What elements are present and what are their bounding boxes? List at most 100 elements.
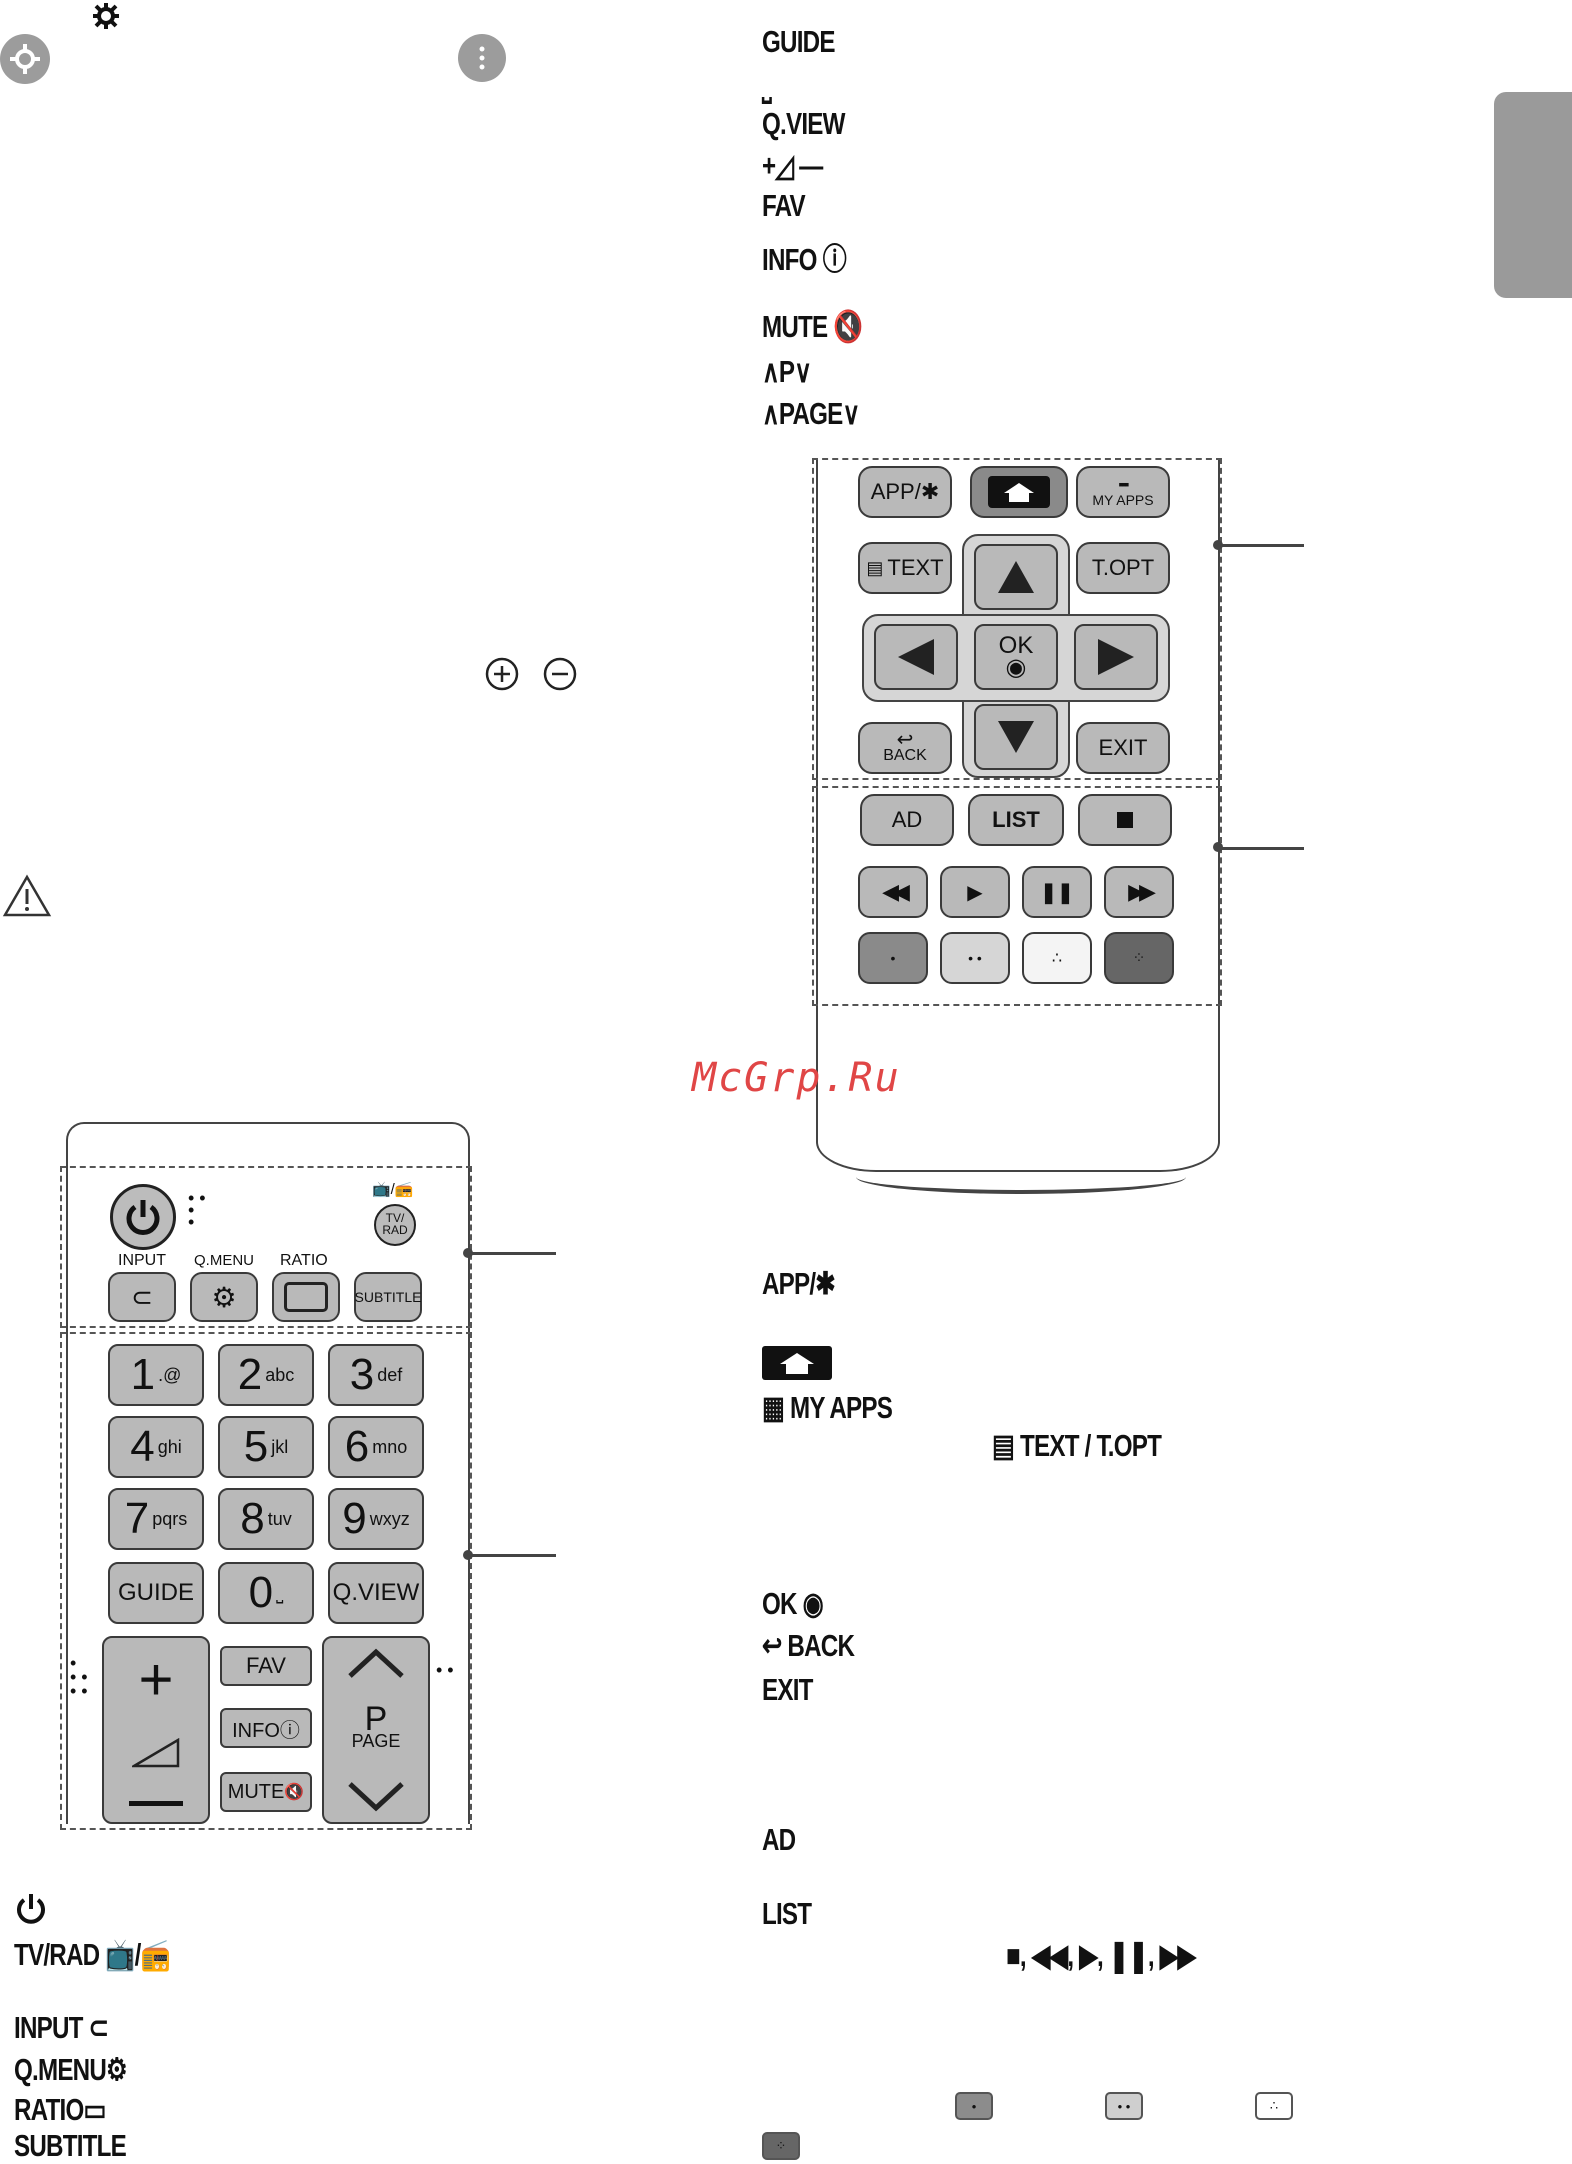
my-apps-button[interactable]: ▪▪▪ MY APPS xyxy=(1076,466,1170,518)
mute-icon: 🔇 xyxy=(284,1784,305,1801)
term-list: LIST xyxy=(762,1896,812,1931)
green-key-icon: • • xyxy=(1105,2092,1143,2120)
input-button[interactable]: ⊂ xyxy=(108,1272,176,1322)
term-app: APP/✱ xyxy=(762,1266,836,1301)
power-icon xyxy=(126,1200,160,1235)
gear-icon: ⚙ xyxy=(106,2052,128,2087)
topt-button[interactable]: T.OPT xyxy=(1076,542,1170,594)
term-tvrad: TV/RAD 📺/📻 xyxy=(14,1937,171,1972)
term-my-apps: ▦ MY APPS xyxy=(762,1390,893,1425)
braille-dots-right: • • xyxy=(436,1660,454,1680)
term-guide: GUIDE xyxy=(762,24,835,59)
right-arrow-button[interactable] xyxy=(1074,624,1158,690)
term-info: INFO ⓘ xyxy=(762,242,847,277)
more-options-icon xyxy=(458,34,506,82)
gear-icon xyxy=(93,3,119,29)
fav-button[interactable]: FAV xyxy=(220,1646,312,1686)
ad-button[interactable]: AD xyxy=(860,794,954,846)
input-label: INPUT xyxy=(118,1252,166,1269)
number-1-button[interactable]: 1.@ xyxy=(108,1344,204,1406)
four-dot-icon: ⁘ xyxy=(1132,950,1146,967)
pause-button[interactable]: ❚❚ xyxy=(1022,866,1092,918)
qview-button[interactable]: Q.VIEW xyxy=(328,1562,424,1624)
space-icon: ⎵ xyxy=(276,1582,284,1603)
volume-up-icon: + xyxy=(138,1645,174,1713)
watermark: McGrp.Ru xyxy=(692,1055,901,1101)
list-button[interactable]: LIST xyxy=(968,794,1064,846)
back-button[interactable]: ↩BACK xyxy=(858,722,952,774)
callout-box-playback xyxy=(812,786,1222,1006)
down-arrow-button[interactable] xyxy=(974,704,1058,770)
term-input: INPUT ⊂ xyxy=(14,2010,109,2045)
term-mute: MUTE 🔇 xyxy=(762,309,863,344)
ok-button[interactable]: OK◉ xyxy=(974,624,1058,690)
stop-button[interactable] xyxy=(1078,794,1172,846)
play-button[interactable]: ▶ xyxy=(940,866,1010,918)
red-button[interactable]: • xyxy=(858,932,928,984)
yellow-key-icon: ∴ xyxy=(1255,2092,1293,2120)
home-icon xyxy=(988,476,1050,508)
ratio-icon: ▭ xyxy=(83,2092,107,2127)
subtitle-button[interactable]: SUBTITLE xyxy=(354,1272,422,1322)
ratio-button[interactable] xyxy=(272,1272,340,1322)
term-fav: FAV xyxy=(762,188,806,223)
app-button[interactable]: APP/✱ xyxy=(858,466,952,518)
green-button[interactable]: • • xyxy=(940,932,1010,984)
input-icon: ⊂ xyxy=(131,1281,153,1312)
yellow-button[interactable]: ∴ xyxy=(1022,932,1092,984)
power-icon xyxy=(17,1894,45,1924)
rewind-button[interactable]: ◀◀ xyxy=(858,866,928,918)
section-tab xyxy=(1494,92,1572,298)
blue-button[interactable]: ⁘ xyxy=(1104,932,1174,984)
braille-dots: • ••• xyxy=(188,1188,206,1232)
home-button[interactable] xyxy=(970,466,1068,518)
chevron-down-icon xyxy=(348,1782,404,1812)
mute-button[interactable]: MUTE🔇 xyxy=(220,1772,312,1812)
term-back: ↩ BACK xyxy=(762,1628,855,1663)
volume-rocker[interactable]: + xyxy=(102,1636,210,1824)
down-arrow-icon xyxy=(998,721,1034,753)
qmenu-button[interactable]: ⚙ xyxy=(190,1272,258,1322)
callout-box-numpad xyxy=(60,1332,472,1830)
left-arrow-button[interactable] xyxy=(874,624,958,690)
one-dot-icon: • xyxy=(890,950,896,966)
fast-forward-button[interactable]: ▶▶ xyxy=(1104,866,1174,918)
settings-gear-icon xyxy=(0,34,50,84)
volume-down-icon xyxy=(129,1800,183,1806)
right-arrow-icon xyxy=(1098,639,1134,675)
tv-rad-button[interactable]: TV/ RAD xyxy=(374,1204,416,1246)
qmenu-label: Q.MENU xyxy=(194,1252,254,1269)
info-button[interactable]: INFOⓘ xyxy=(220,1708,312,1748)
text-button[interactable]: ▤TEXT xyxy=(858,542,952,594)
term-volume: +◿ — xyxy=(762,148,823,183)
home-icon xyxy=(762,1346,832,1380)
number-0-button[interactable]: 0⎵ xyxy=(218,1562,314,1624)
rewind-icon: ◀◀ xyxy=(882,879,910,904)
tv-radio-icon: 📺/📻 xyxy=(99,1937,170,1972)
term-program: ∧P∨ xyxy=(762,354,812,389)
fast-forward-icon: ▶▶ xyxy=(1128,879,1156,904)
gear-icon: ⚙ xyxy=(211,1281,237,1313)
power-button[interactable] xyxy=(110,1184,176,1250)
term-subtitle: SUBTITLE xyxy=(14,2128,127,2163)
term-ratio: RATIO▭ xyxy=(14,2092,107,2127)
minus-circle-icon xyxy=(543,657,577,691)
blue-key-icon: ⁘ xyxy=(762,2132,800,2160)
term-text-topt: ▤ TEXT / T.OPT xyxy=(992,1428,1162,1463)
volume-icon xyxy=(132,1737,180,1767)
three-dot-icon: ∴ xyxy=(1051,950,1063,967)
guide-button[interactable]: GUIDE xyxy=(108,1562,204,1624)
plus-circle-icon xyxy=(485,657,519,691)
exit-button[interactable]: EXIT xyxy=(1076,722,1170,774)
term-ad: AD xyxy=(762,1822,796,1857)
up-arrow-button[interactable] xyxy=(974,544,1058,610)
